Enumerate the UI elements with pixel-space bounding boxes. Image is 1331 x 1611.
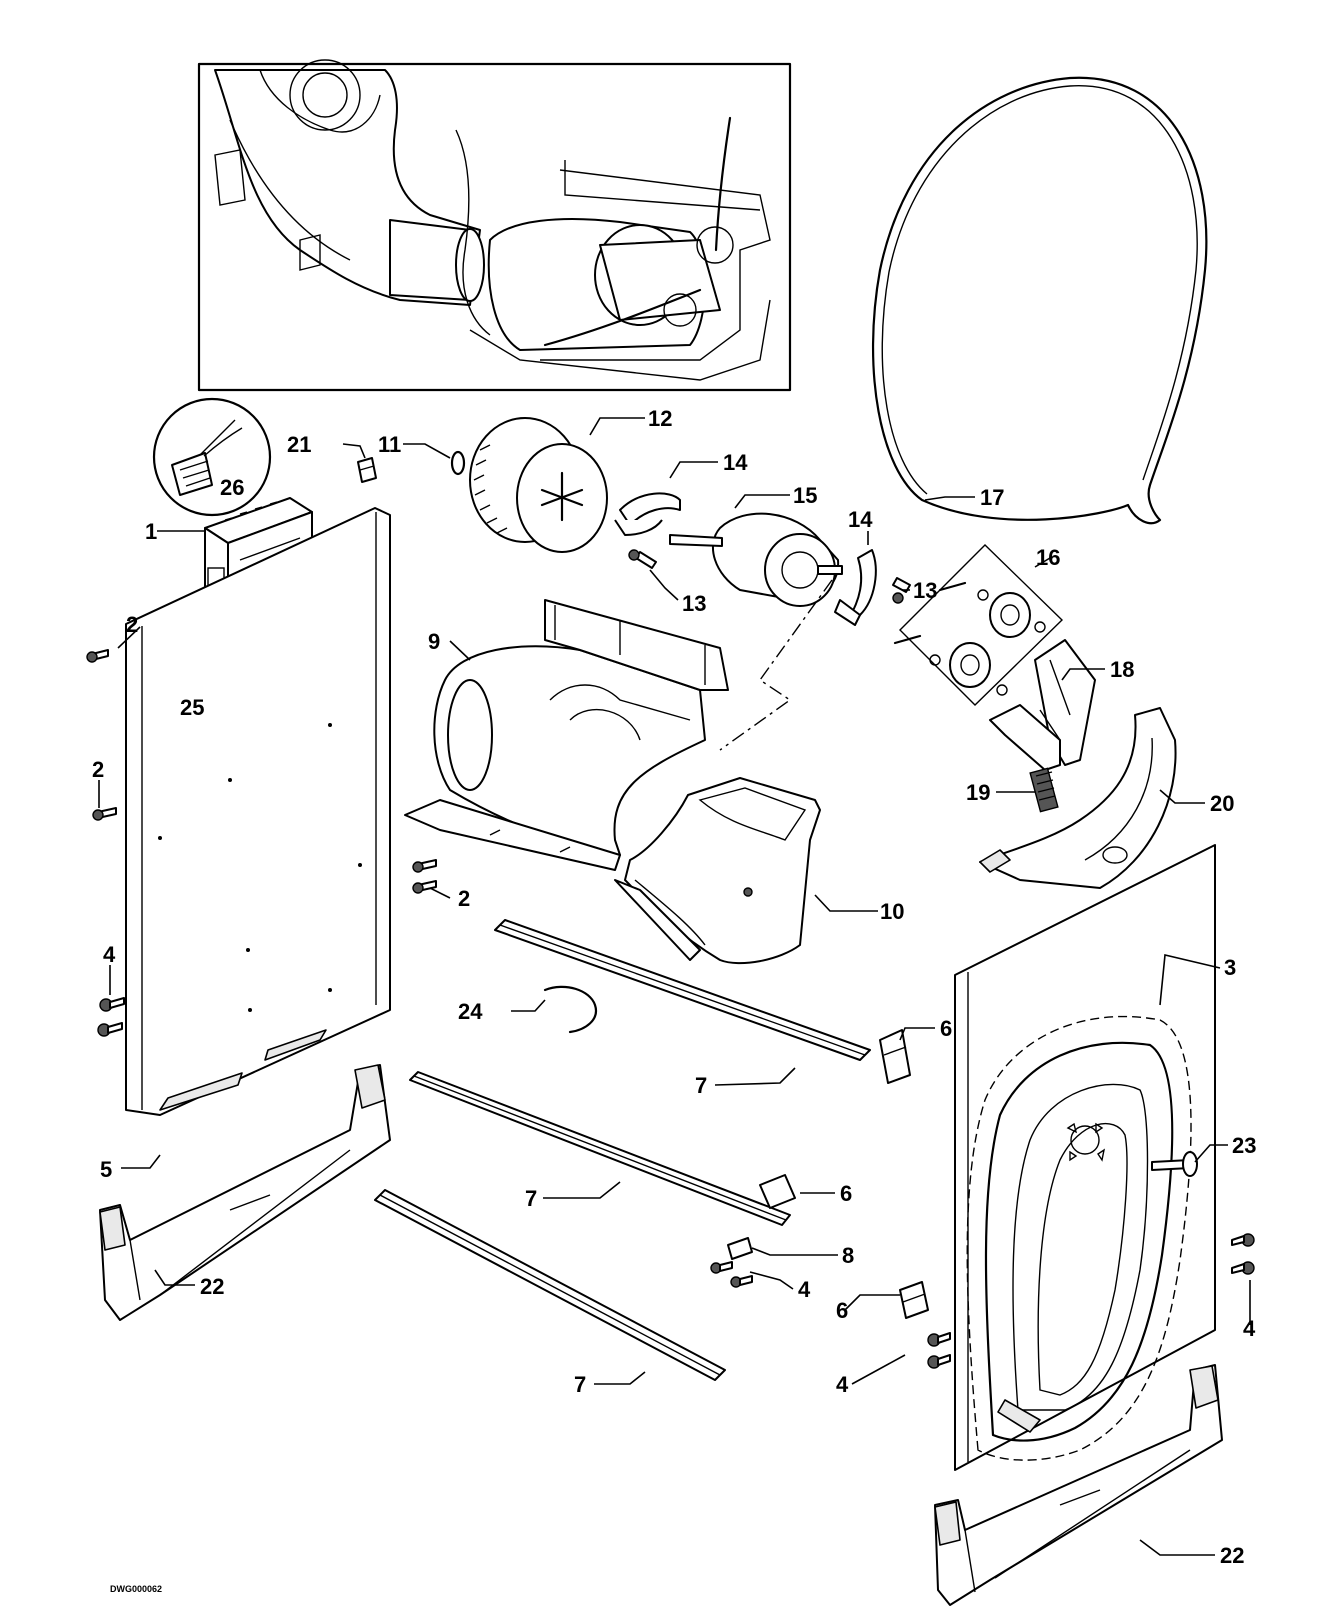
drive-motor <box>669 512 843 607</box>
lint-duct <box>614 777 821 965</box>
drive-belt <box>871 76 1208 525</box>
callout-3: 3 <box>1224 955 1236 980</box>
idler-pulley-kit <box>893 544 1064 706</box>
callout-4: 4 <box>798 1277 811 1302</box>
clip-6-lower <box>899 1281 929 1319</box>
assembled-view-inset <box>197 59 792 392</box>
callout-16: 16 <box>1036 545 1060 570</box>
callout-11: 11 <box>378 432 401 457</box>
rear-bearing-bracket <box>979 707 1177 889</box>
base-foot-right <box>934 1364 1223 1606</box>
callout-7: 7 <box>525 1186 537 1211</box>
callout-21: 21 <box>287 432 311 457</box>
screw-13-right <box>892 577 911 604</box>
callout-7: 7 <box>574 1372 586 1397</box>
left-side-panel <box>125 507 391 1116</box>
idler-spring <box>1029 767 1059 813</box>
callout-26: 26 <box>220 475 244 500</box>
callout-13: 13 <box>682 591 706 616</box>
callout-14: 14 <box>723 450 748 475</box>
screw-13-left <box>628 549 657 569</box>
rail-middle <box>409 1071 791 1226</box>
clip-6-upper <box>879 1029 911 1084</box>
callout-8: 8 <box>842 1243 854 1268</box>
callout-12: 12 <box>648 406 672 431</box>
harness-detail-26 <box>152 397 272 517</box>
clip-21 <box>357 457 377 483</box>
callout-15: 15 <box>793 483 817 508</box>
callout-4: 4 <box>1243 1316 1256 1341</box>
motor-mount-clip-upper <box>614 492 681 536</box>
hose-24 <box>543 985 598 1034</box>
motor-centerline <box>719 579 833 751</box>
callout-18: 18 <box>1110 657 1134 682</box>
callout-19: 19 <box>966 780 990 805</box>
callout-23: 23 <box>1232 1133 1256 1158</box>
blower-wheel <box>469 417 608 553</box>
callout-13: 13 <box>913 578 937 603</box>
callout-4: 4 <box>103 942 116 967</box>
callout-24: 24 <box>458 999 483 1024</box>
callout-2: 2 <box>92 757 104 782</box>
motor-mount-clip-lower <box>834 549 877 626</box>
callout-20: 20 <box>1210 791 1234 816</box>
screws-4 <box>97 997 1255 1369</box>
drawing-code: DWG000062 <box>110 1584 162 1594</box>
callout-6: 6 <box>840 1181 852 1206</box>
callout-labels: 1 2 2 2 3 4 4 4 4 5 6 6 6 7 7 7 8 9 10 1… <box>92 406 1256 1568</box>
drum-pin <box>1151 1151 1198 1177</box>
callout-14: 14 <box>848 507 873 532</box>
rail-upper <box>494 919 871 1061</box>
callout-9: 9 <box>428 629 440 654</box>
screws-2 <box>86 649 437 894</box>
callout-1: 1 <box>145 519 157 544</box>
clip-8 <box>727 1237 753 1260</box>
callout-6: 6 <box>836 1298 848 1323</box>
leader-lines <box>98 417 1251 1556</box>
clip-6-middle <box>759 1174 796 1209</box>
callout-6: 6 <box>940 1016 952 1041</box>
front-panel <box>954 844 1216 1471</box>
base-foot-left <box>99 1064 391 1321</box>
callout-7: 7 <box>695 1073 707 1098</box>
blower-housing <box>404 599 729 871</box>
callout-4: 4 <box>836 1372 849 1397</box>
rail-lower <box>374 1189 726 1381</box>
callout-10: 10 <box>880 899 904 924</box>
callout-5: 5 <box>100 1157 112 1182</box>
callout-25: 25 <box>180 695 204 720</box>
o-ring <box>450 450 466 476</box>
callout-22: 22 <box>1220 1543 1244 1568</box>
callout-22: 22 <box>200 1274 224 1299</box>
idler-bracket <box>989 639 1096 771</box>
callout-2: 2 <box>126 612 138 637</box>
callout-2: 2 <box>458 886 470 911</box>
callout-17: 17 <box>980 485 1004 510</box>
